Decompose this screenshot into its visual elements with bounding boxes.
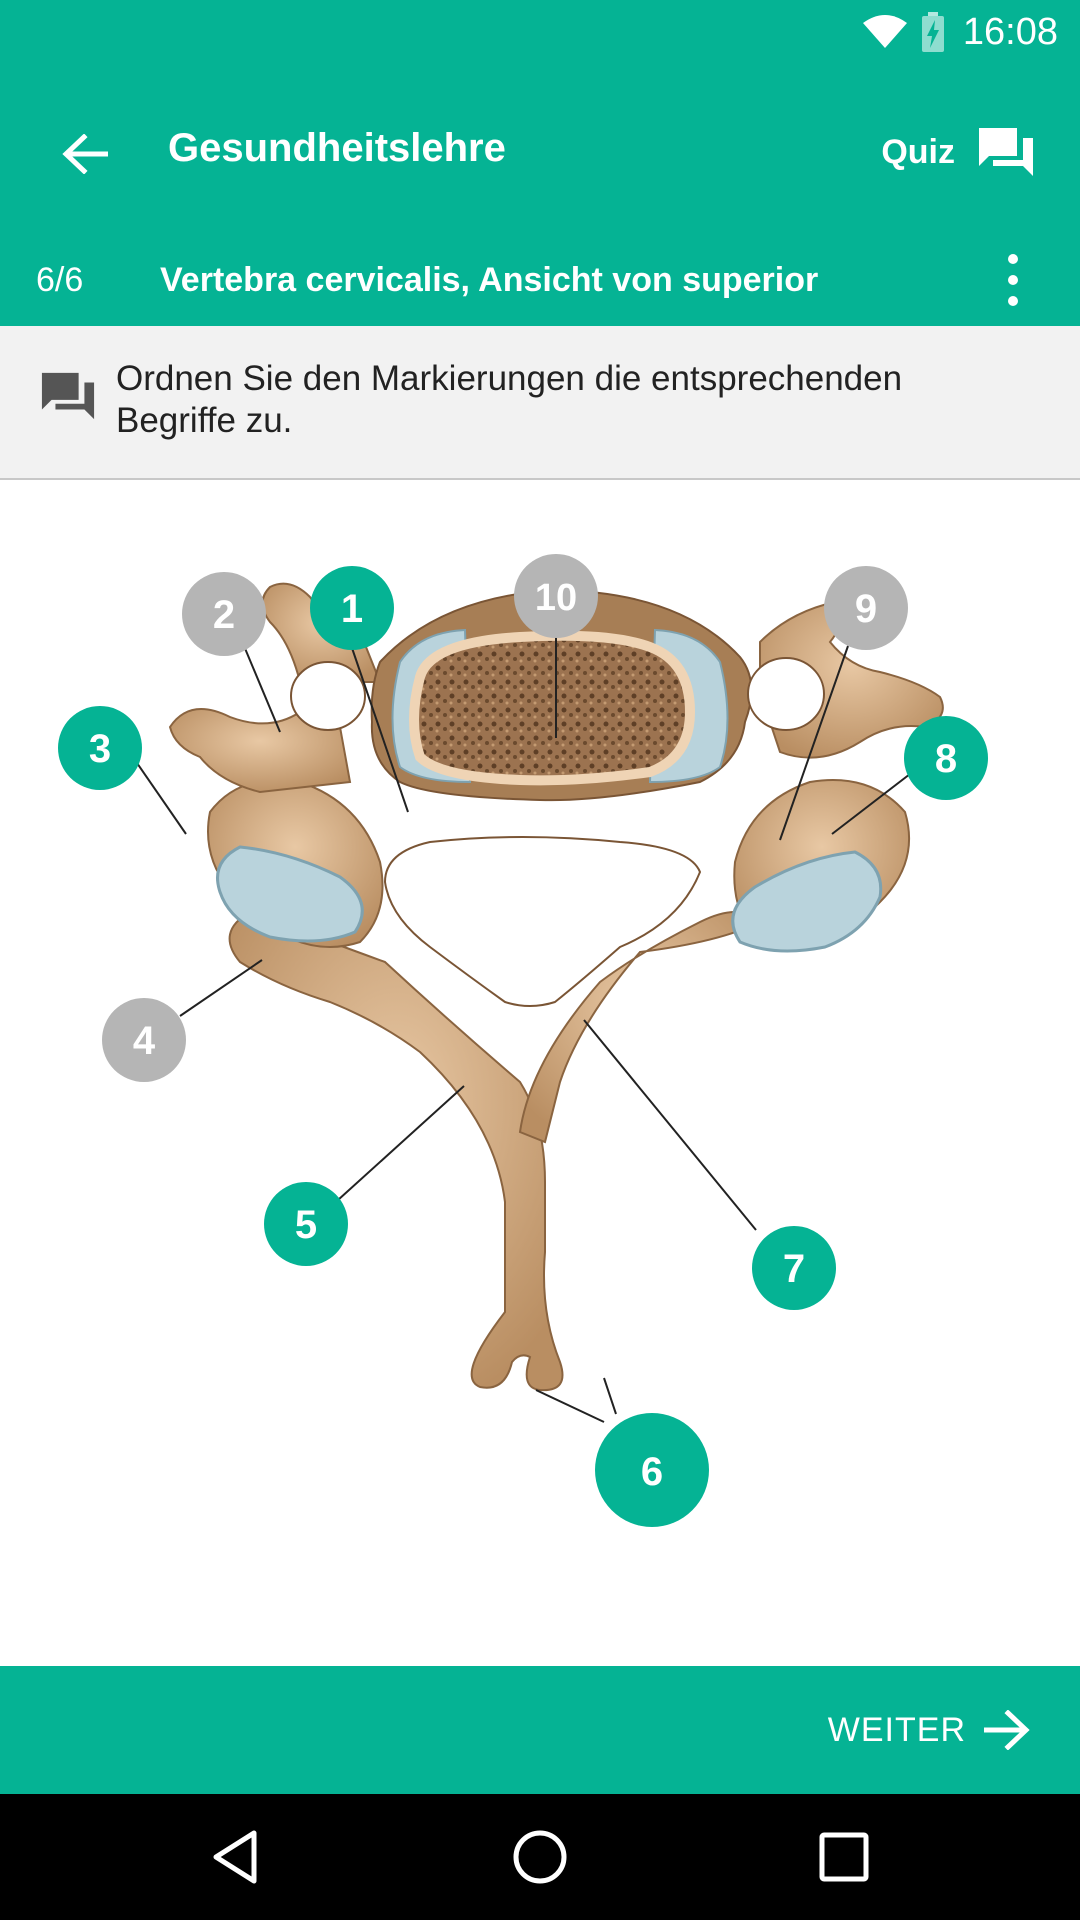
marker-7[interactable]: 7 <box>752 1226 836 1310</box>
question-counter: 6/6 <box>36 260 84 299</box>
leader-lines <box>127 630 911 1423</box>
battery-charging-icon <box>921 12 944 52</box>
svg-text:8: 8 <box>935 737 957 781</box>
next-button[interactable]: WEITER <box>828 1700 1030 1760</box>
question-title: Vertebra cervicalis, Ansicht von superio… <box>160 260 819 299</box>
square-recents-icon <box>819 1832 869 1882</box>
anatomy-figure: 1 2 3 4 5 6 7 <box>0 482 1080 1666</box>
corpus-vertebrae <box>409 630 696 786</box>
wifi-icon <box>862 15 907 48</box>
svg-text:10: 10 <box>535 577 577 619</box>
nav-home-button[interactable] <box>510 1827 570 1887</box>
foramen-vertebrale <box>383 836 702 1007</box>
vertebra-illustration: 1 2 3 4 5 6 7 <box>58 554 988 1527</box>
nav-back-button[interactable] <box>206 1827 266 1887</box>
forum-icon <box>41 372 95 420</box>
triangle-back-icon <box>213 1830 257 1884</box>
app-toolbar: Gesundheitslehre Quiz <box>0 64 1080 240</box>
marker-1[interactable]: 1 <box>310 566 394 650</box>
instruction-panel: Ordnen Sie den Markierungen die entsprec… <box>0 326 1080 480</box>
marker-4[interactable]: 4 <box>102 998 186 1082</box>
svg-text:9: 9 <box>855 587 877 631</box>
forum-icon <box>979 128 1033 176</box>
nav-recents-button[interactable] <box>814 1827 874 1887</box>
status-bar: 16:08 <box>0 0 1080 64</box>
circle-home-icon <box>513 1830 567 1884</box>
marker-10[interactable]: 10 <box>514 554 598 638</box>
system-nav-bar <box>0 1794 1080 1920</box>
quiz-label: Quiz <box>881 132 955 171</box>
question-header: 6/6 Vertebra cervicalis, Ansicht von sup… <box>0 234 1080 326</box>
back-button[interactable] <box>50 119 120 189</box>
more-options-button[interactable] <box>998 254 1028 306</box>
foramen-transversarium-left <box>290 661 366 731</box>
svg-text:7: 7 <box>783 1247 805 1291</box>
marker-8[interactable]: 8 <box>904 716 988 800</box>
bottom-action-bar: WEITER <box>0 1666 1080 1794</box>
quiz-button[interactable]: Quiz <box>881 122 1035 182</box>
svg-text:1: 1 <box>341 587 363 631</box>
marker-3[interactable]: 3 <box>58 706 142 790</box>
arrow-right-icon <box>984 1710 1030 1750</box>
status-time: 16:08 <box>962 10 1058 53</box>
svg-text:6: 6 <box>641 1450 663 1494</box>
toolbar-title: Gesundheitslehre <box>168 126 506 170</box>
svg-text:2: 2 <box>213 593 235 637</box>
foramen-transversarium-right <box>747 657 825 731</box>
marker-5[interactable]: 5 <box>264 1182 348 1266</box>
svg-text:4: 4 <box>133 1019 156 1063</box>
svg-text:3: 3 <box>89 727 111 771</box>
vertebral-arch <box>228 910 564 1392</box>
next-label: WEITER <box>827 1710 966 1749</box>
svg-text:5: 5 <box>295 1203 317 1247</box>
marker-2[interactable]: 2 <box>182 572 266 656</box>
instruction-text: Ordnen Sie den Markierungen die entsprec… <box>116 359 903 440</box>
arrow-left-icon <box>62 134 108 174</box>
marker-6[interactable]: 6 <box>595 1413 709 1527</box>
more-vert-icon <box>1008 254 1018 264</box>
marker-9[interactable]: 9 <box>824 566 908 650</box>
